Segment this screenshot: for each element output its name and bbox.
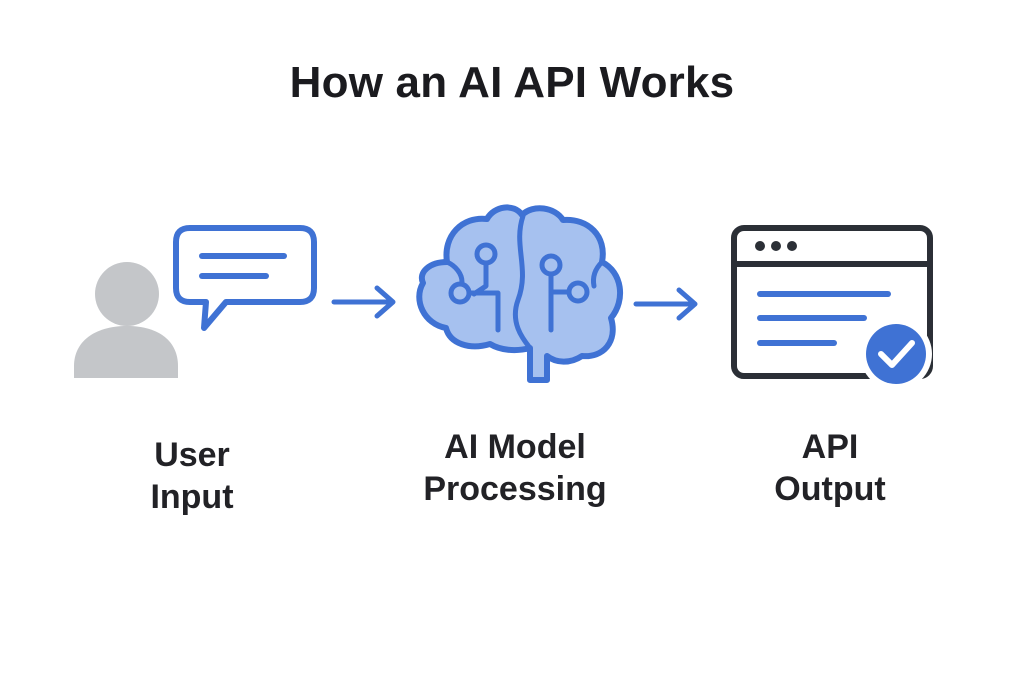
arrow-right-icon-2 bbox=[633, 287, 698, 321]
person-icon bbox=[74, 262, 178, 378]
diagram-title: How an AI API Works bbox=[289, 58, 735, 107]
step-label-api-output: API Output bbox=[740, 426, 920, 510]
step-label-line: Output bbox=[774, 470, 886, 508]
chat-bubble-icon bbox=[173, 225, 317, 331]
check-circle-icon bbox=[860, 318, 932, 390]
step-label-user-input: User Input bbox=[110, 434, 274, 518]
user-input-icon-group bbox=[74, 225, 317, 378]
arrow-right-icon-1 bbox=[331, 285, 396, 319]
brain-circuit-icon bbox=[416, 204, 624, 383]
step-label-line: API bbox=[801, 428, 859, 466]
step-label-line: AI Model bbox=[444, 428, 586, 466]
step-label-line: Input bbox=[150, 478, 234, 516]
step-label-line: Processing bbox=[423, 470, 607, 508]
step-label-ai-model-processing: AI Model Processing bbox=[380, 426, 650, 510]
step-label-line: User bbox=[154, 436, 230, 474]
